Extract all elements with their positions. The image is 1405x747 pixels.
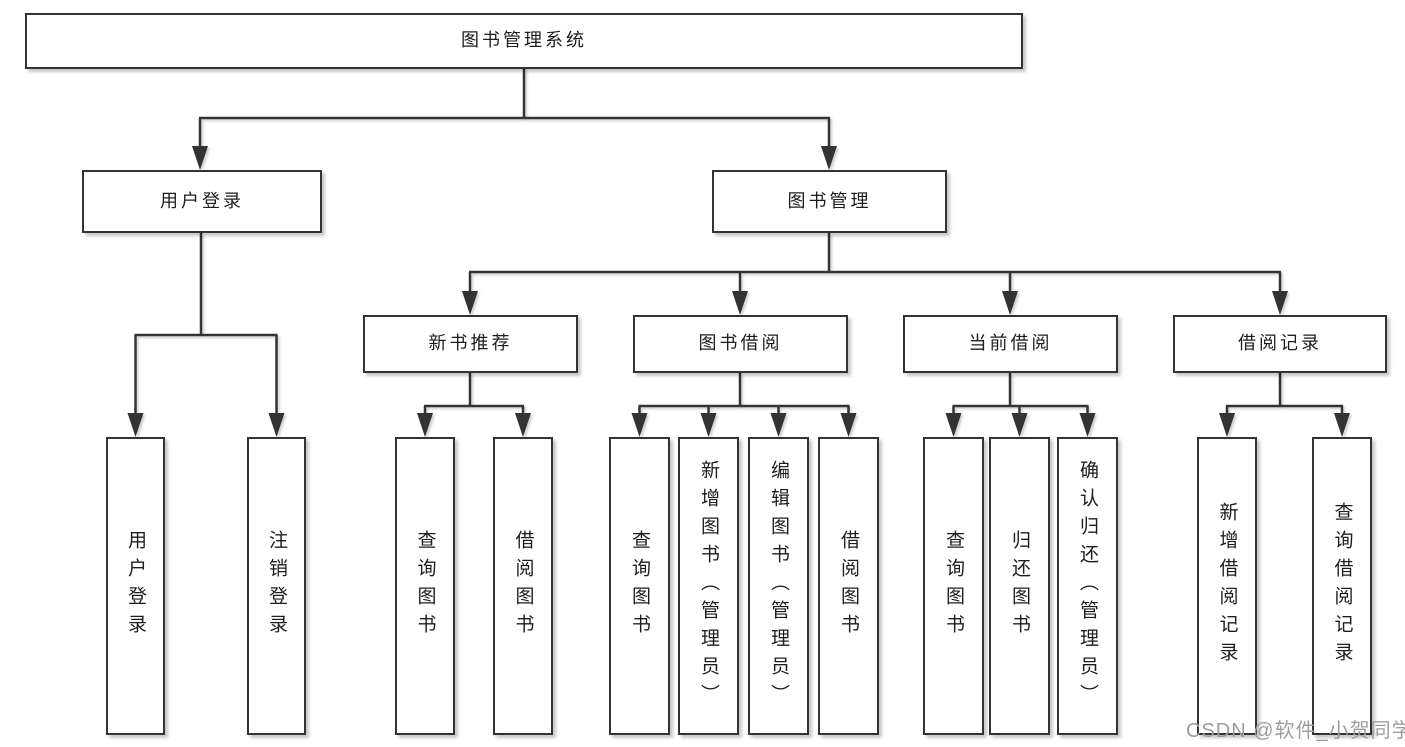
node-user-login: 用户登录 xyxy=(82,170,322,233)
node-borrowing-records: 借阅记录 xyxy=(1173,315,1387,373)
node-query-borrow-record: 查询借阅记录 xyxy=(1312,437,1372,735)
node-edit-books-admin: 编辑图书（管理员） xyxy=(748,437,809,735)
node-add-books-admin: 新增图书（管理员） xyxy=(678,437,739,735)
node-user-login-leaf: 用户登录 xyxy=(106,437,165,735)
node-return-books: 归还图书 xyxy=(989,437,1050,735)
node-logout: 注销登录 xyxy=(247,437,306,735)
node-new-book-recommendation: 新书推荐 xyxy=(363,315,578,373)
node-borrow-books-recommend: 借阅图书 xyxy=(493,437,553,735)
node-confirm-return-admin: 确认归还（管理员） xyxy=(1057,437,1118,735)
node-book-borrowing: 图书借阅 xyxy=(633,315,848,373)
node-query-books-borrowing: 查询图书 xyxy=(609,437,670,735)
node-query-books-recommend: 查询图书 xyxy=(395,437,455,735)
node-current-borrowing: 当前借阅 xyxy=(903,315,1118,373)
node-borrow-books-leaf: 借阅图书 xyxy=(818,437,879,735)
node-add-borrow-record: 新增借阅记录 xyxy=(1197,437,1257,735)
node-library-management-system: 图书管理系统 xyxy=(25,13,1023,69)
node-book-management: 图书管理 xyxy=(712,170,947,233)
csdn-watermark: CSDN @软件_小贺同学 xyxy=(1186,720,1405,742)
node-query-books-current: 查询图书 xyxy=(923,437,984,735)
